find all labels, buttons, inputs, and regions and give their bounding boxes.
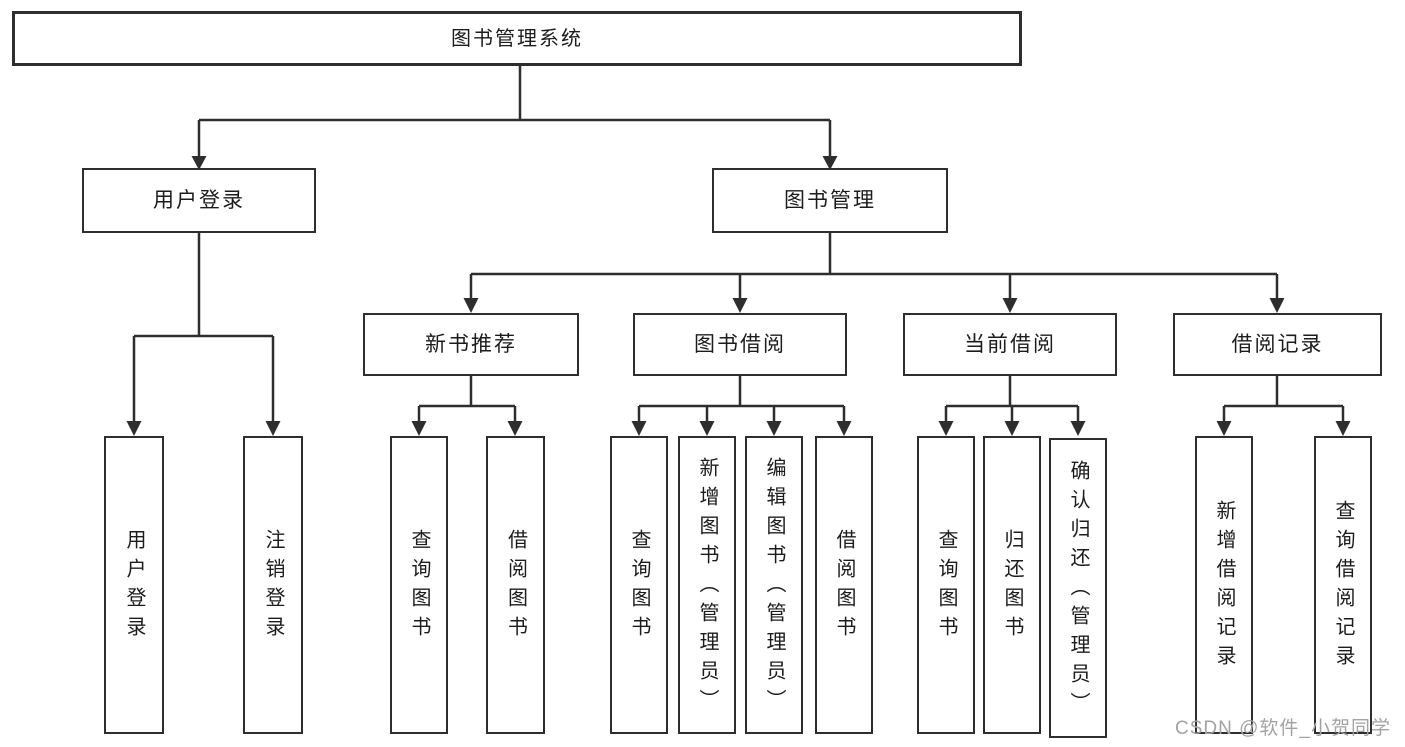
leaf-logout: 注销登录: [243, 436, 303, 734]
leaf-confirm-return-admin: 确认归还（管理员）: [1049, 438, 1107, 738]
leaf-return-books: 归还图书: [983, 436, 1041, 734]
arrow-down-icon: [822, 156, 838, 170]
node-library-management-system: 图书管理系统: [12, 11, 1022, 66]
leaf-add-borrow-record: 新增借阅记录: [1195, 436, 1253, 734]
arrow-down-icon: [836, 421, 852, 436]
arrowheads: [126, 156, 1351, 436]
arrow-down-icon: [732, 298, 748, 313]
connector-book-borrow-to-leaves: [637, 376, 846, 422]
node-borrowing-records: 借阅记录: [1173, 313, 1382, 376]
csdn-watermark: CSDN @软件_小贺同学: [1175, 718, 1391, 739]
leaf-borrow-books: 借阅图书: [815, 436, 873, 734]
leaf-edit-books-admin: 编辑图书（管理员）: [745, 436, 803, 734]
arrow-down-icon: [507, 421, 523, 436]
arrow-down-icon: [463, 298, 479, 313]
leaf-borrow-books-recommend: 借阅图书: [486, 436, 545, 734]
node-book-borrowing: 图书借阅: [633, 313, 847, 376]
connector-user-login-to-leaves: [132, 233, 275, 422]
leaf-query-borrow-record: 查询借阅记录: [1314, 436, 1372, 734]
node-current-borrowing: 当前借阅: [903, 313, 1117, 376]
arrow-down-icon: [631, 421, 647, 436]
connector-book-mgmt-to-level3: [469, 233, 1279, 299]
connector-current-borrow-to-leaves: [944, 376, 1080, 422]
connector-borrow-records-to-leaves: [1222, 376, 1345, 422]
arrow-down-icon: [699, 421, 715, 436]
leaf-add-books-admin: 新增图书（管理员）: [678, 436, 736, 734]
arrow-down-icon: [1216, 421, 1232, 436]
node-user-login: 用户登录: [82, 168, 316, 233]
leaf-query-books-borrow: 查询图书: [610, 436, 668, 734]
node-book-management: 图书管理: [712, 168, 948, 233]
leaf-user-login: 用户登录: [104, 436, 164, 734]
connector-root-to-level2: [197, 66, 832, 156]
arrow-down-icon: [766, 421, 782, 436]
arrow-down-icon: [1070, 421, 1086, 436]
node-new-book-recommendation: 新书推荐: [363, 313, 579, 376]
arrow-down-icon: [265, 421, 281, 436]
arrow-down-icon: [938, 421, 954, 436]
arrow-down-icon: [1269, 298, 1285, 313]
arrow-down-icon: [411, 421, 427, 436]
arrow-down-icon: [1335, 421, 1351, 436]
leaf-query-books-current: 查询图书: [917, 436, 975, 734]
connector-new-book-to-leaves: [417, 376, 517, 422]
arrow-down-icon: [1004, 421, 1020, 436]
arrow-down-icon: [191, 156, 207, 170]
arrow-down-icon: [126, 421, 142, 436]
arrow-down-icon: [1002, 298, 1018, 313]
leaf-query-books-recommend: 查询图书: [390, 436, 448, 734]
